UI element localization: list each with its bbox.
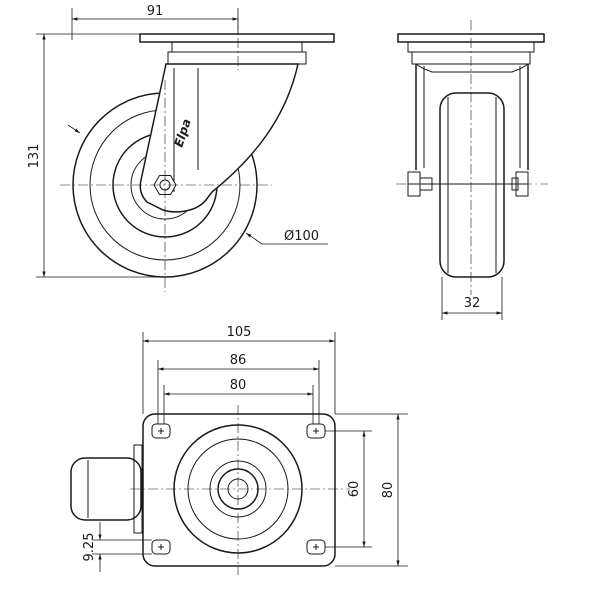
front-wheel [439, 92, 505, 278]
front-fork-top [415, 63, 529, 73]
hole-crosshairs [158, 428, 319, 550]
front-view: 32 [396, 20, 548, 320]
dim-offset: 91 [147, 4, 164, 19]
top-view: 105 86 80 60 80 9.25 [70, 325, 408, 575]
hole-bottom-left [151, 539, 171, 555]
mounting-holes [151, 423, 326, 555]
dim-diameter-leader [245, 232, 263, 245]
side-swivel-race [167, 51, 307, 65]
side-bearing-ring [171, 41, 303, 53]
dim-mounting-height: 131 [27, 144, 42, 169]
dim-wheel-diameter: Ø100 [284, 229, 319, 244]
side-top-plate [139, 33, 335, 43]
dim-hole-spacing-width: 60 [347, 481, 362, 498]
dim-hole-diameter: 9.25 [82, 533, 97, 562]
dim-plate-width: 80 [381, 482, 396, 499]
front-fork-legs [415, 64, 529, 170]
front-fork-legs-inner [423, 66, 521, 168]
top-wheel-side [70, 457, 142, 521]
dim-hole-spacing-outer: 86 [230, 353, 247, 368]
side-fork [139, 63, 299, 213]
front-wheel-hub-lines [447, 97, 497, 273]
dim-hole-spacing-inner: 80 [230, 378, 247, 393]
top-mounting-plate [142, 413, 336, 567]
dim-wheel-width: 32 [464, 296, 481, 311]
side-view: Elpa 91 131 Ø100 [27, 4, 335, 292]
dim-plate-length: 105 [227, 325, 252, 340]
tread-leader [67, 124, 81, 134]
hole-top-left [151, 423, 171, 439]
